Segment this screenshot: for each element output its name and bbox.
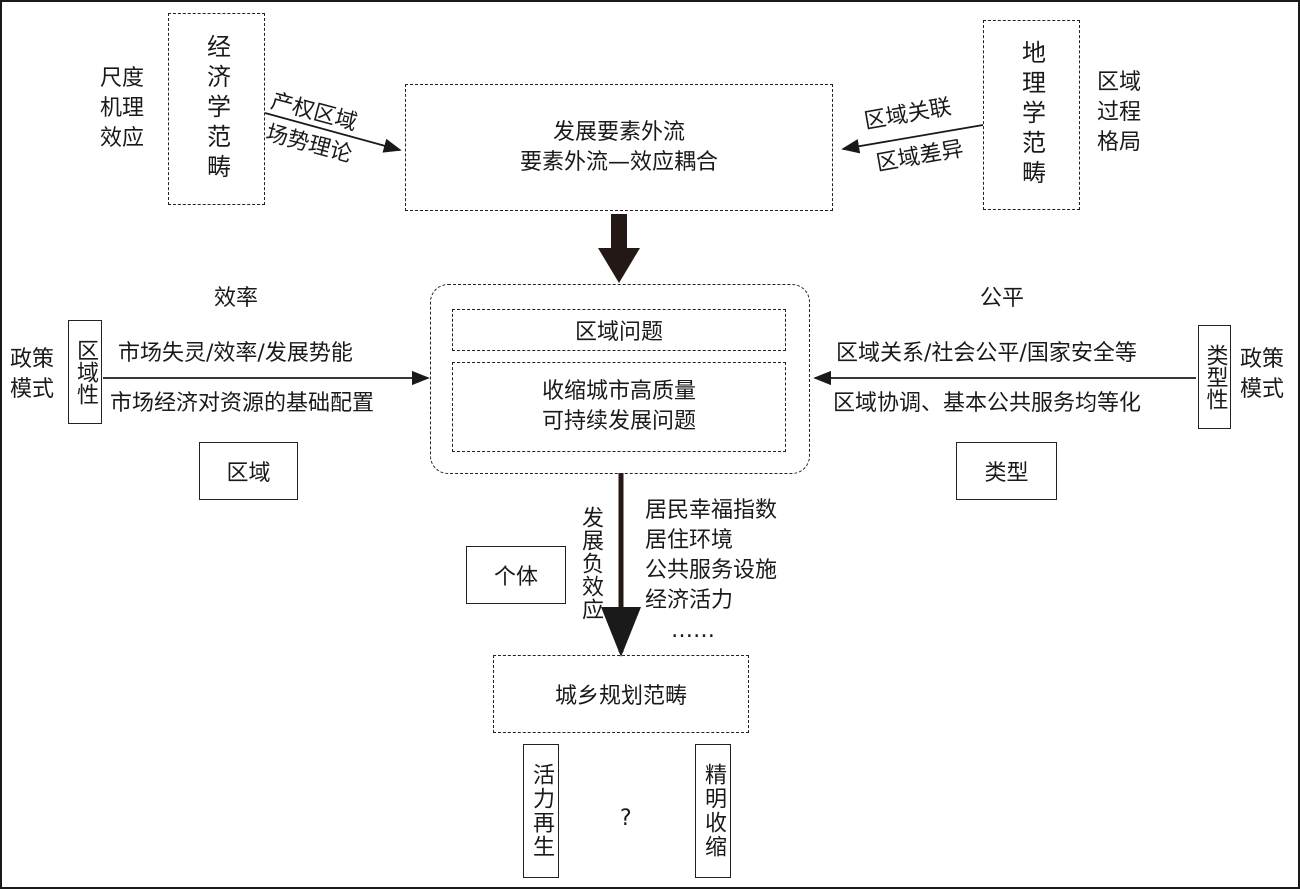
type-nature-text: 类型性 xyxy=(1202,344,1228,410)
regional-relations-label: 区域关系/社会公平/国家安全等 xyxy=(836,341,1137,366)
smart-shrinkage-text: 精明收缩 xyxy=(701,763,726,859)
question-mark: ? xyxy=(620,806,632,831)
factor-outflow-line2: 要素外流—效应耦合 xyxy=(519,149,718,175)
type-box-text: 类型 xyxy=(984,461,1029,486)
factor-outflow-box: 发展要素外流 要素外流—效应耦合 xyxy=(405,84,833,211)
region-box-text: 区域 xyxy=(226,461,271,486)
right-policy-mode-text: 政策 模式 xyxy=(1240,347,1285,402)
scale-mechanism-effect-text: 尺度 机理 效应 xyxy=(100,66,145,151)
indicator-item: 经济活力 xyxy=(645,588,734,613)
indicator-item: 居民幸福指数 xyxy=(645,498,778,523)
negative-effect-text: 发展负效应 xyxy=(578,505,603,621)
arrow-geography-to-center xyxy=(841,124,984,154)
fairness-label: 公平 xyxy=(980,286,1025,311)
individual-box: 个体 xyxy=(466,546,566,604)
individual-box-text: 个体 xyxy=(493,565,538,590)
indicator-item: 居住环境 xyxy=(645,528,734,553)
regional-nature-box: 区域性 xyxy=(68,320,102,424)
thick-arrow-shaft xyxy=(611,214,627,250)
vitality-regeneration-box: 活力再生 xyxy=(523,744,559,878)
factor-outflow-line1: 发展要素外流 xyxy=(552,119,685,145)
indicator-item: 公共服务设施 xyxy=(645,558,778,583)
economics-paradigm-text: 经济学范畴 xyxy=(202,34,231,184)
type-nature-box: 类型性 xyxy=(1198,325,1231,429)
type-box: 类型 xyxy=(956,442,1057,500)
geography-paradigm-box: 地理学范畴 xyxy=(983,20,1080,210)
regional-problem-box: 区域问题 xyxy=(452,309,786,351)
indicator-list: 居民幸福指数 居住环境 公共服务设施 经济活力 …… xyxy=(645,496,777,646)
shrinking-city-problem-box: 收缩城市高质量 可持续发展问题 xyxy=(452,362,786,452)
market-allocation-label: 市场经济对资源的基础配置 xyxy=(110,391,375,416)
shrinking-city-line1: 收缩城市高质量 xyxy=(541,379,696,404)
problem-container xyxy=(430,284,810,474)
vitality-regeneration-text: 活力再生 xyxy=(529,763,554,859)
thick-arrow-head xyxy=(598,248,640,283)
regional-coordination-label: 区域协调、基本公共服务均等化 xyxy=(833,391,1142,416)
region-box: 区域 xyxy=(199,442,298,500)
planning-paradigm-box: 城乡规划范畴 xyxy=(493,655,749,733)
regional-problem-text: 区域问题 xyxy=(574,320,663,345)
indicator-item: …… xyxy=(671,618,715,643)
shrinking-city-line2: 可持续发展问题 xyxy=(541,409,696,434)
negative-effect-text-box: 发展负效应 xyxy=(574,488,606,638)
smart-shrinkage-box: 精明收缩 xyxy=(695,744,731,878)
geography-paradigm-text: 地理学范畴 xyxy=(1017,40,1046,190)
market-failure-label: 市场失灵/效率/发展势能 xyxy=(118,341,353,366)
economics-paradigm-box: 经济学范畴 xyxy=(168,13,265,205)
region-process-pattern-text: 区域 过程 格局 xyxy=(1097,70,1142,155)
arrow-economics-to-center xyxy=(264,112,402,153)
planning-paradigm-text: 城乡规划范畴 xyxy=(554,684,687,709)
left-policy-mode-text: 政策 模式 xyxy=(10,347,55,402)
regional-nature-text: 区域性 xyxy=(73,339,98,405)
efficiency-label: 效率 xyxy=(214,286,259,311)
